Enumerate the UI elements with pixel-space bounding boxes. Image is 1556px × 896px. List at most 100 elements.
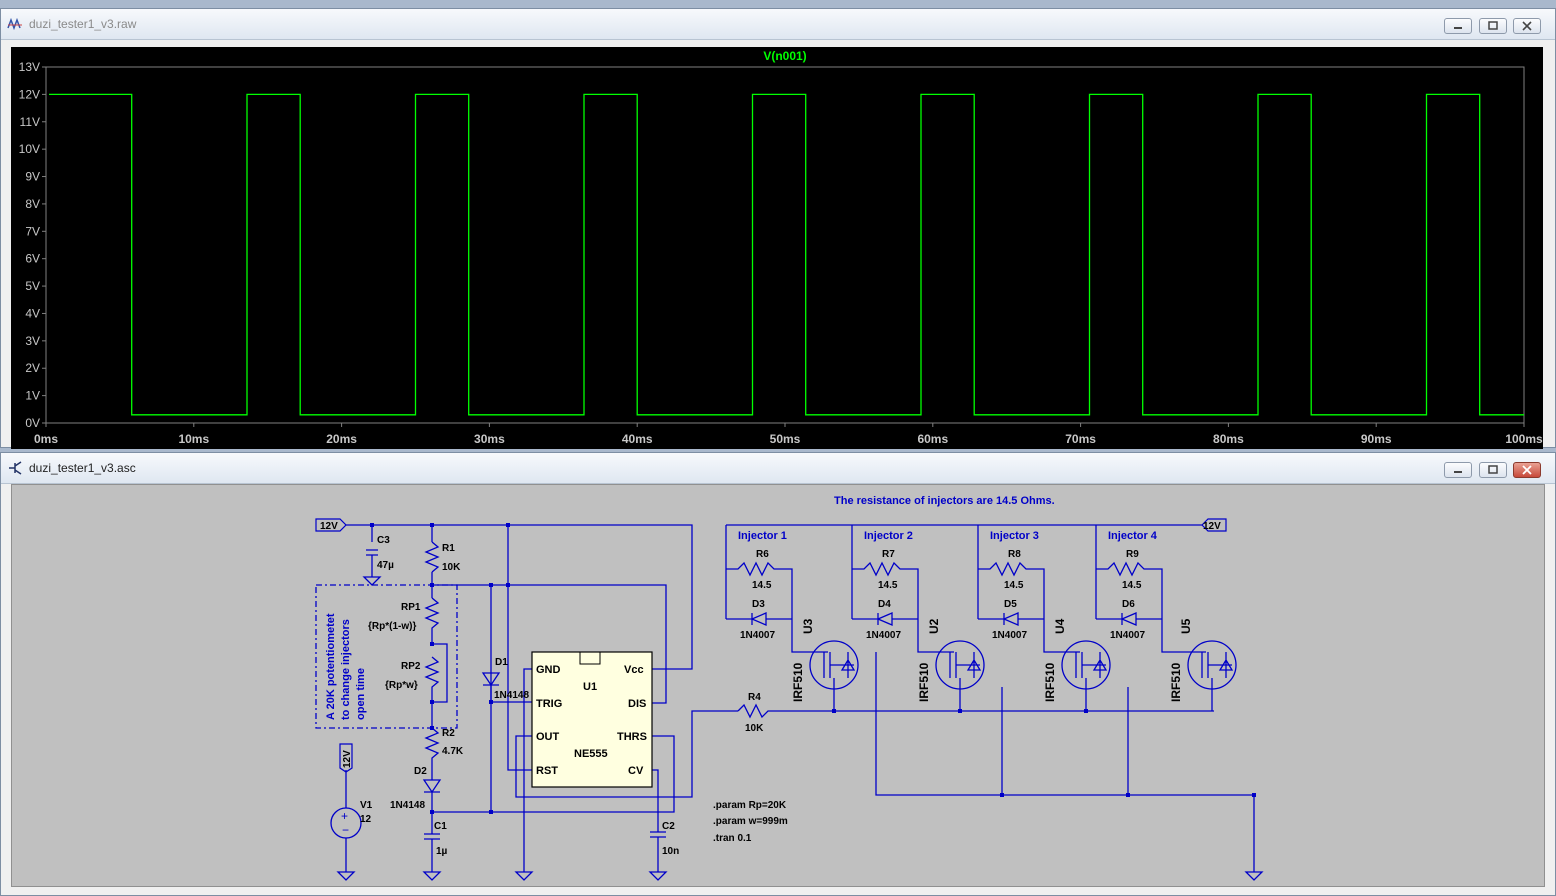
schematic-close-button[interactable] xyxy=(1513,462,1541,478)
plus-icon: + xyxy=(341,809,348,823)
y-tick-label: 9V xyxy=(25,170,40,184)
injector-diode-val: 1N4007 xyxy=(740,630,775,641)
supply-flag-right[interactable]: 12V xyxy=(1201,518,1227,532)
r1-val: 10K xyxy=(442,562,461,573)
ic-part: NE555 xyxy=(574,748,608,760)
c3-val: 47µ xyxy=(377,560,394,571)
x-tick-label: 20ms xyxy=(326,432,357,446)
injector-mosfet-ref: U2 xyxy=(927,618,941,634)
injector-label[interactable]: Injector 1 xyxy=(738,530,787,542)
diode-icon[interactable] xyxy=(1002,612,1019,626)
supply-label-v1: 12V xyxy=(342,750,353,768)
injector-wire-1 xyxy=(725,525,828,653)
y-tick-label: 13V xyxy=(19,60,40,74)
waveform-close-button[interactable] xyxy=(1513,18,1541,34)
schematic-minimize-button[interactable] xyxy=(1444,462,1472,478)
c1-val: 1µ xyxy=(436,846,448,857)
supply-label-right: 12V xyxy=(1203,521,1221,532)
injector-resistor-val: 14.5 xyxy=(878,580,898,591)
injector-resistor-val: 14.5 xyxy=(1004,580,1024,591)
rp1-val: {Rp*(1-w)} xyxy=(368,621,416,632)
ic-pin-vcc: Vcc xyxy=(624,664,644,676)
x-tick-label: 80ms xyxy=(1213,432,1244,446)
ic-pin-out: OUT xyxy=(536,731,560,743)
ic-pin-rst: RST xyxy=(536,765,558,777)
close-icon xyxy=(1522,465,1532,475)
c3-ref: C3 xyxy=(377,535,390,546)
mosfet-symbol xyxy=(1201,652,1234,711)
injector-resistance-note[interactable]: The resistance of injectors are 14.5 Ohm… xyxy=(834,495,1055,507)
injector-resistor-val: 14.5 xyxy=(1122,580,1142,591)
schematic-drawing[interactable]: GND TRIG OUT RST Vcc DIS THRS CV U1 NE55… xyxy=(12,485,1544,886)
schematic-window-title: duzi_tester1_v3.asc xyxy=(29,461,136,475)
pot-note-line2[interactable]: to change injectors xyxy=(340,619,352,720)
ne555-body[interactable] xyxy=(531,651,653,788)
mosfet-symbol xyxy=(823,652,856,711)
waveform-restore-button[interactable] xyxy=(1479,18,1507,34)
ic-pin-thrs: THRS xyxy=(617,731,647,743)
r1-ref: R1 xyxy=(442,543,455,554)
injector-resistor-ref: R9 xyxy=(1126,549,1139,560)
supply-flag-left[interactable]: 12V xyxy=(315,518,347,532)
supply-flag-v1[interactable]: 12V xyxy=(339,743,353,773)
r4-ref: R4 xyxy=(748,692,761,703)
restore-icon xyxy=(1488,21,1498,30)
ground-icons xyxy=(336,576,1264,881)
c1-ref: C1 xyxy=(434,821,447,832)
injector-diode-val: 1N4007 xyxy=(1110,630,1145,641)
diode-icon[interactable] xyxy=(876,612,893,626)
schematic-window[interactable]: duzi_tester1_v3.asc xyxy=(0,452,1556,896)
plot-frame xyxy=(45,66,1525,424)
ic-ref: U1 xyxy=(583,681,597,693)
schematic-restore-button[interactable] xyxy=(1479,462,1507,478)
injector-resistor-ref: R7 xyxy=(882,549,895,560)
injector-labels: Injector 1R614.5D31N4007U3IRF510Injector… xyxy=(738,530,1193,702)
restore-icon xyxy=(1488,465,1498,474)
directive-3[interactable]: .tran 0.1 xyxy=(713,833,752,844)
directive-1[interactable]: .param Rp=20K xyxy=(713,800,787,811)
injector-label[interactable]: Injector 4 xyxy=(1108,530,1158,542)
y-tick-label: 10V xyxy=(19,142,40,156)
minimize-icon xyxy=(1454,471,1462,473)
schematic-canvas[interactable]: GND TRIG OUT RST Vcc DIS THRS CV U1 NE55… xyxy=(11,484,1545,887)
series-line-V(n001)[interactable] xyxy=(49,93,1524,416)
injector-mosfet-ref: U3 xyxy=(801,618,815,634)
voltage-source-icon[interactable] xyxy=(330,807,362,839)
waveform-chart[interactable]: V(n001)13V12V11V10V9V8V7V6V5V4V3V2V1V0V0… xyxy=(11,47,1543,449)
waveform-window-title: duzi_tester1_v3.raw xyxy=(29,17,137,31)
waveform-minimize-button[interactable] xyxy=(1444,18,1472,34)
injector-diode-ref: D3 xyxy=(752,599,765,610)
d1-ref: D1 xyxy=(495,657,508,668)
ic-pin-cv: CV xyxy=(628,765,644,777)
injector-diode-val: 1N4007 xyxy=(866,630,901,641)
x-tick-label: 90ms xyxy=(1361,432,1392,446)
diode-icon[interactable] xyxy=(750,612,767,626)
injector-diode-val: 1N4007 xyxy=(992,630,1027,641)
injector-label[interactable]: Injector 3 xyxy=(990,530,1039,542)
waveform-titlebar[interactable]: duzi_tester1_v3.raw xyxy=(1,9,1555,40)
ic-pin-gnd: GND xyxy=(536,664,561,676)
r2-ref: R2 xyxy=(442,728,455,739)
trace-title[interactable]: V(n001) xyxy=(763,49,806,63)
injector-diode-ref: D6 xyxy=(1122,599,1135,610)
x-tick-label: 50ms xyxy=(770,432,801,446)
schematic-titlebar[interactable]: duzi_tester1_v3.asc xyxy=(1,453,1555,484)
pot-note-line3[interactable]: open time xyxy=(355,668,367,720)
injector-mosfet-ref: U4 xyxy=(1053,618,1067,634)
v1-ref: V1 xyxy=(360,800,373,811)
mosfet-symbol xyxy=(949,652,982,711)
x-tick-label: 30ms xyxy=(474,432,505,446)
diode-icon[interactable] xyxy=(1120,612,1137,626)
x-tick-label: 100ms xyxy=(1505,432,1543,446)
y-tick-label: 4V xyxy=(25,306,40,320)
close-icon xyxy=(1522,21,1532,31)
injector-mosfet-part: IRF510 xyxy=(1043,662,1057,702)
injector-label[interactable]: Injector 2 xyxy=(864,530,913,542)
y-tick-label: 12V xyxy=(19,87,40,101)
pot-note-line1[interactable]: A 20K potentiometet xyxy=(325,613,337,720)
injector-mosfet-part: IRF510 xyxy=(1169,662,1183,702)
x-tick-label: 0ms xyxy=(34,432,58,446)
directive-2[interactable]: .param w=999m xyxy=(713,816,788,827)
